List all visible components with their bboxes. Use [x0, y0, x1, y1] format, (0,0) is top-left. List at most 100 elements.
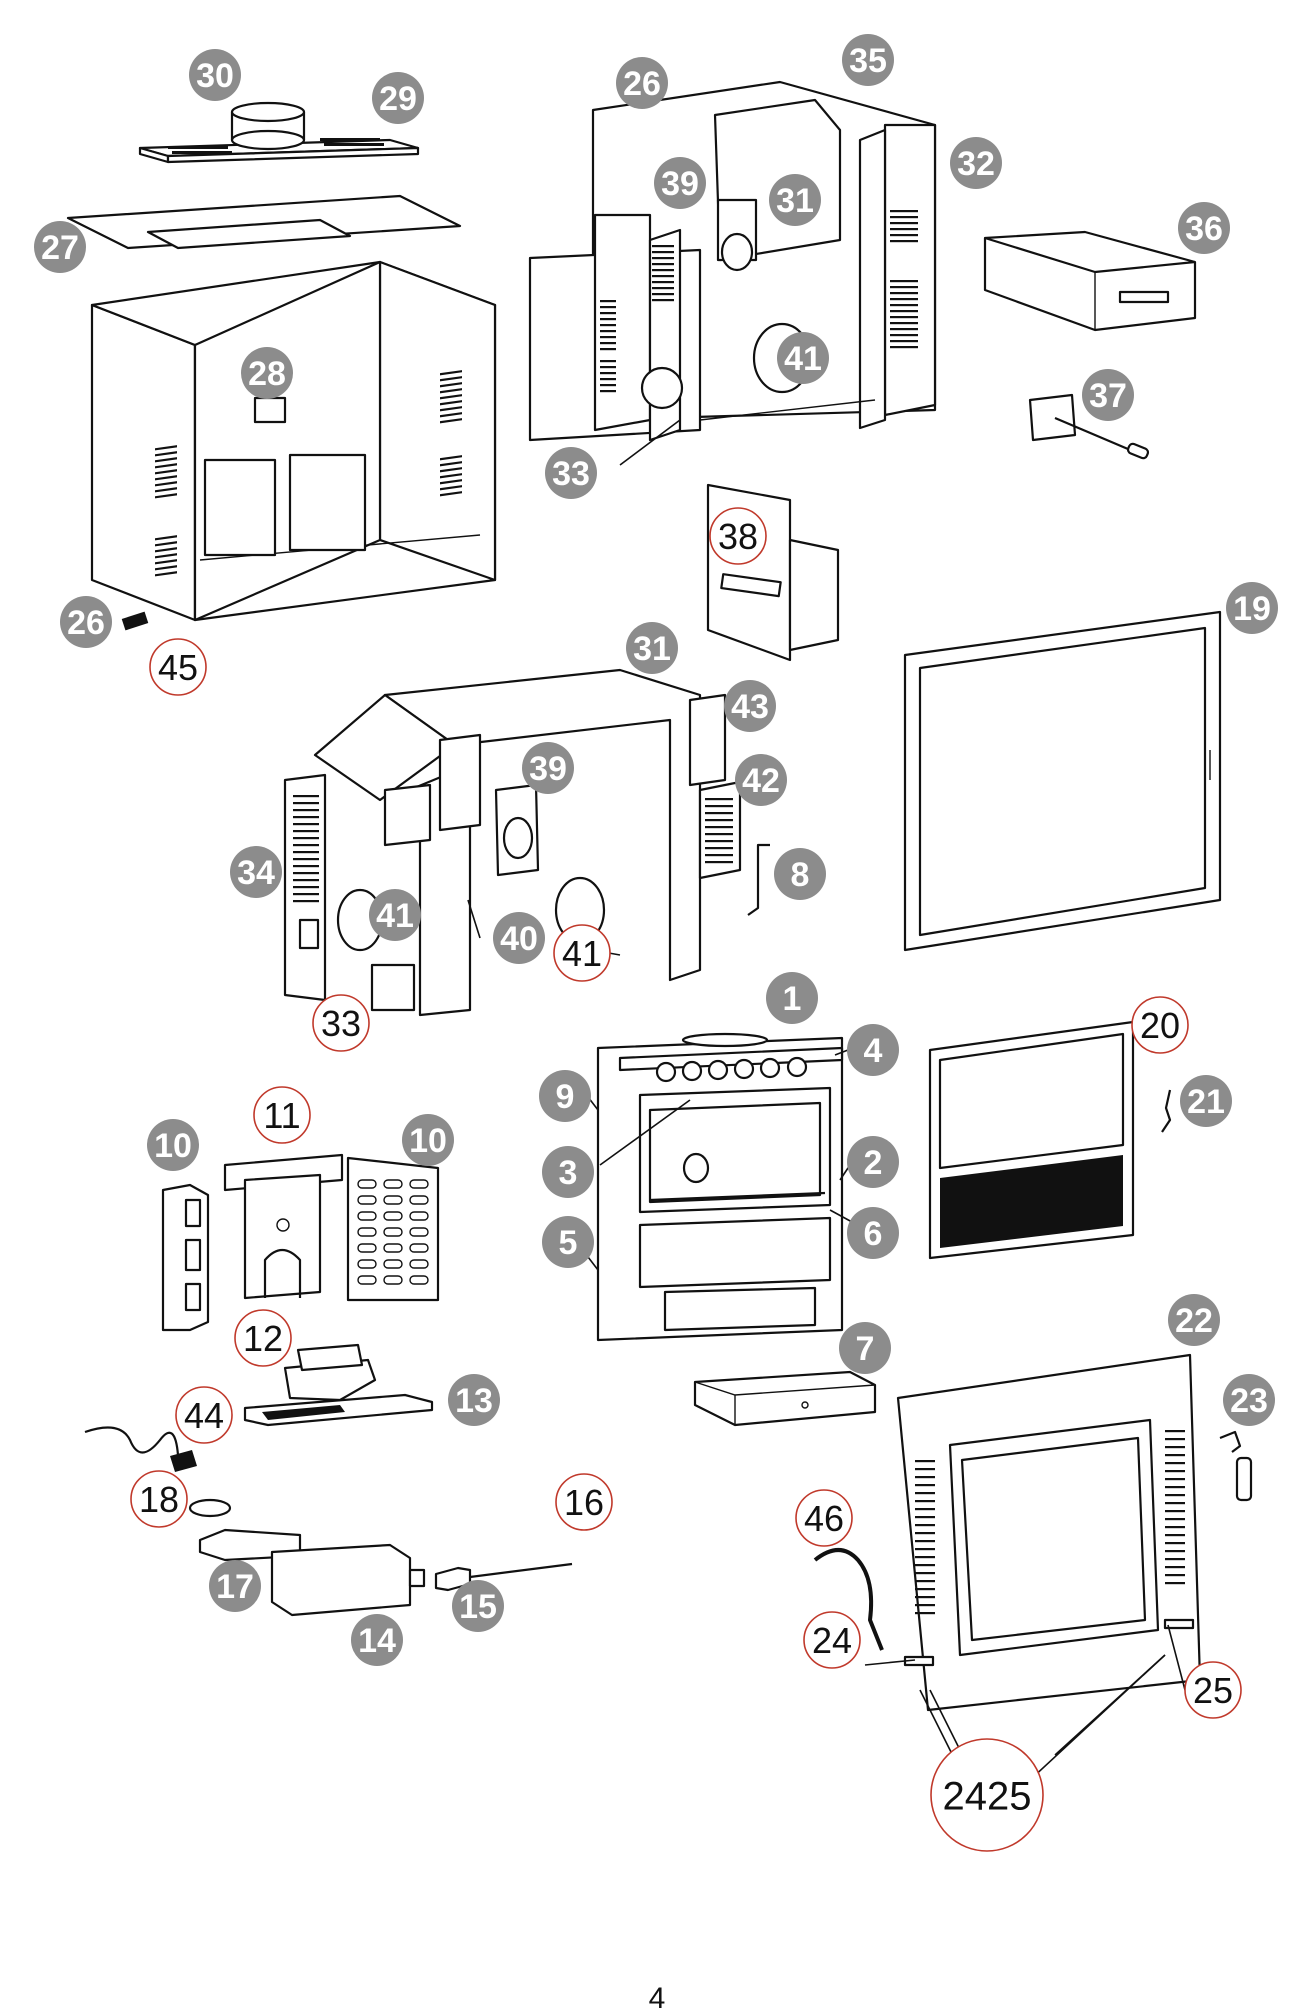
- callout-11: 11: [253, 1086, 311, 1144]
- callout-4: 4: [847, 1024, 899, 1076]
- svg-text:39: 39: [661, 165, 699, 203]
- svg-text:10: 10: [154, 1127, 192, 1165]
- svg-text:30: 30: [196, 57, 234, 95]
- svg-text:15: 15: [459, 1588, 497, 1626]
- svg-text:5: 5: [559, 1224, 578, 1262]
- svg-text:45: 45: [158, 647, 198, 688]
- svg-text:22: 22: [1175, 1302, 1213, 1340]
- latch-23: [1219, 1430, 1253, 1502]
- svg-text:33: 33: [321, 1003, 361, 1044]
- igniter-assembly: [84, 1426, 573, 1617]
- svg-text:24: 24: [812, 1620, 852, 1661]
- callout-39: 39: [654, 157, 706, 209]
- svg-text:12: 12: [243, 1318, 283, 1359]
- callout-25: 25: [1184, 1661, 1242, 1719]
- ash-drawer-36: [983, 230, 1197, 332]
- svg-text:46: 46: [804, 1498, 844, 1539]
- callout-27: 27: [34, 221, 86, 273]
- svg-text:34: 34: [237, 854, 275, 892]
- svg-text:41: 41: [784, 340, 822, 378]
- surround-panel-22: [813, 1353, 1202, 1712]
- ash-drawer-7: [693, 1370, 877, 1427]
- callout-26: 26: [60, 596, 112, 648]
- svg-text:44: 44: [184, 1395, 224, 1436]
- svg-text:7: 7: [856, 1330, 875, 1368]
- tool-37: [1028, 393, 1150, 460]
- callout-31: 31: [626, 622, 678, 674]
- callout-35: 35: [842, 34, 894, 86]
- callout-41: 41: [369, 889, 421, 941]
- svg-text:38: 38: [718, 516, 758, 557]
- svg-text:33: 33: [552, 455, 590, 493]
- svg-text:6: 6: [864, 1215, 883, 1253]
- svg-text:37: 37: [1089, 377, 1127, 415]
- callout-10: 10: [147, 1119, 199, 1171]
- svg-text:40: 40: [500, 920, 538, 958]
- outer-cabinet: [90, 260, 497, 622]
- callout-23: 23: [1223, 1374, 1275, 1426]
- top-gasket: [66, 194, 462, 250]
- callout-1: 1: [766, 972, 818, 1024]
- callout-34: 34: [230, 846, 282, 898]
- svg-text:27: 27: [41, 229, 79, 267]
- callout-41: 41: [777, 332, 829, 384]
- side-baffle-left-10: [161, 1183, 210, 1332]
- callout-22: 22: [1168, 1294, 1220, 1346]
- callout-21: 21: [1180, 1075, 1232, 1127]
- baffle-right-slots: [357, 1179, 429, 1285]
- svg-text:43: 43: [731, 688, 769, 726]
- door-frame-19: [903, 610, 1222, 952]
- callout-5: 5: [542, 1216, 594, 1268]
- burn-pot-assembly: [243, 1343, 434, 1427]
- svg-text:4: 4: [864, 1032, 883, 1070]
- page-number: 4: [648, 1982, 666, 2015]
- svg-text:26: 26: [623, 65, 661, 103]
- convection-assembly: [283, 668, 770, 1017]
- svg-text:36: 36: [1185, 210, 1223, 248]
- callout-33: 33: [312, 994, 370, 1052]
- svg-text:32: 32: [957, 145, 995, 183]
- callout-17: 17: [209, 1560, 261, 1612]
- callout-37: 37: [1082, 369, 1134, 421]
- callout-29: 29: [372, 72, 424, 124]
- callout-20: 20: [1131, 996, 1189, 1054]
- svg-text:18: 18: [139, 1479, 179, 1520]
- air-hole: [786, 1056, 808, 1078]
- callout-46: 46: [795, 1489, 853, 1547]
- callout-41: 41: [553, 924, 611, 982]
- svg-text:11: 11: [263, 1095, 300, 1136]
- svg-text:14: 14: [358, 1622, 396, 1660]
- callout-32: 32: [950, 137, 1002, 189]
- callout-36: 36: [1178, 202, 1230, 254]
- callout-15: 15: [452, 1580, 504, 1632]
- svg-text:26: 26: [67, 604, 105, 642]
- svg-text:31: 31: [633, 630, 671, 668]
- callout-38: 38: [709, 507, 767, 565]
- air-hole: [759, 1057, 781, 1079]
- svg-text:9: 9: [556, 1078, 575, 1116]
- svg-text:10: 10: [409, 1122, 447, 1160]
- callout-44: 44: [175, 1386, 233, 1444]
- svg-text:13: 13: [455, 1382, 493, 1420]
- callout-9: 9: [539, 1070, 591, 1122]
- svg-text:21: 21: [1187, 1083, 1225, 1121]
- callout-24: 24: [803, 1611, 861, 1669]
- callout-45: 45: [149, 638, 207, 696]
- inner-louvers: [600, 210, 918, 393]
- svg-text:41: 41: [376, 897, 414, 935]
- callout-26: 26: [616, 57, 668, 109]
- convection-louvers: [293, 795, 733, 903]
- svg-text:8: 8: [791, 856, 810, 894]
- callout-39: 39: [522, 742, 574, 794]
- callout-28: 28: [241, 347, 293, 399]
- callout-40: 40: [493, 912, 545, 964]
- air-hole: [681, 1060, 703, 1082]
- callout-3: 3: [542, 1146, 594, 1198]
- callout-19: 19: [1226, 582, 1278, 634]
- callout-31: 31: [769, 174, 821, 226]
- callout-42: 42: [735, 754, 787, 806]
- callout-16: 16: [555, 1473, 613, 1531]
